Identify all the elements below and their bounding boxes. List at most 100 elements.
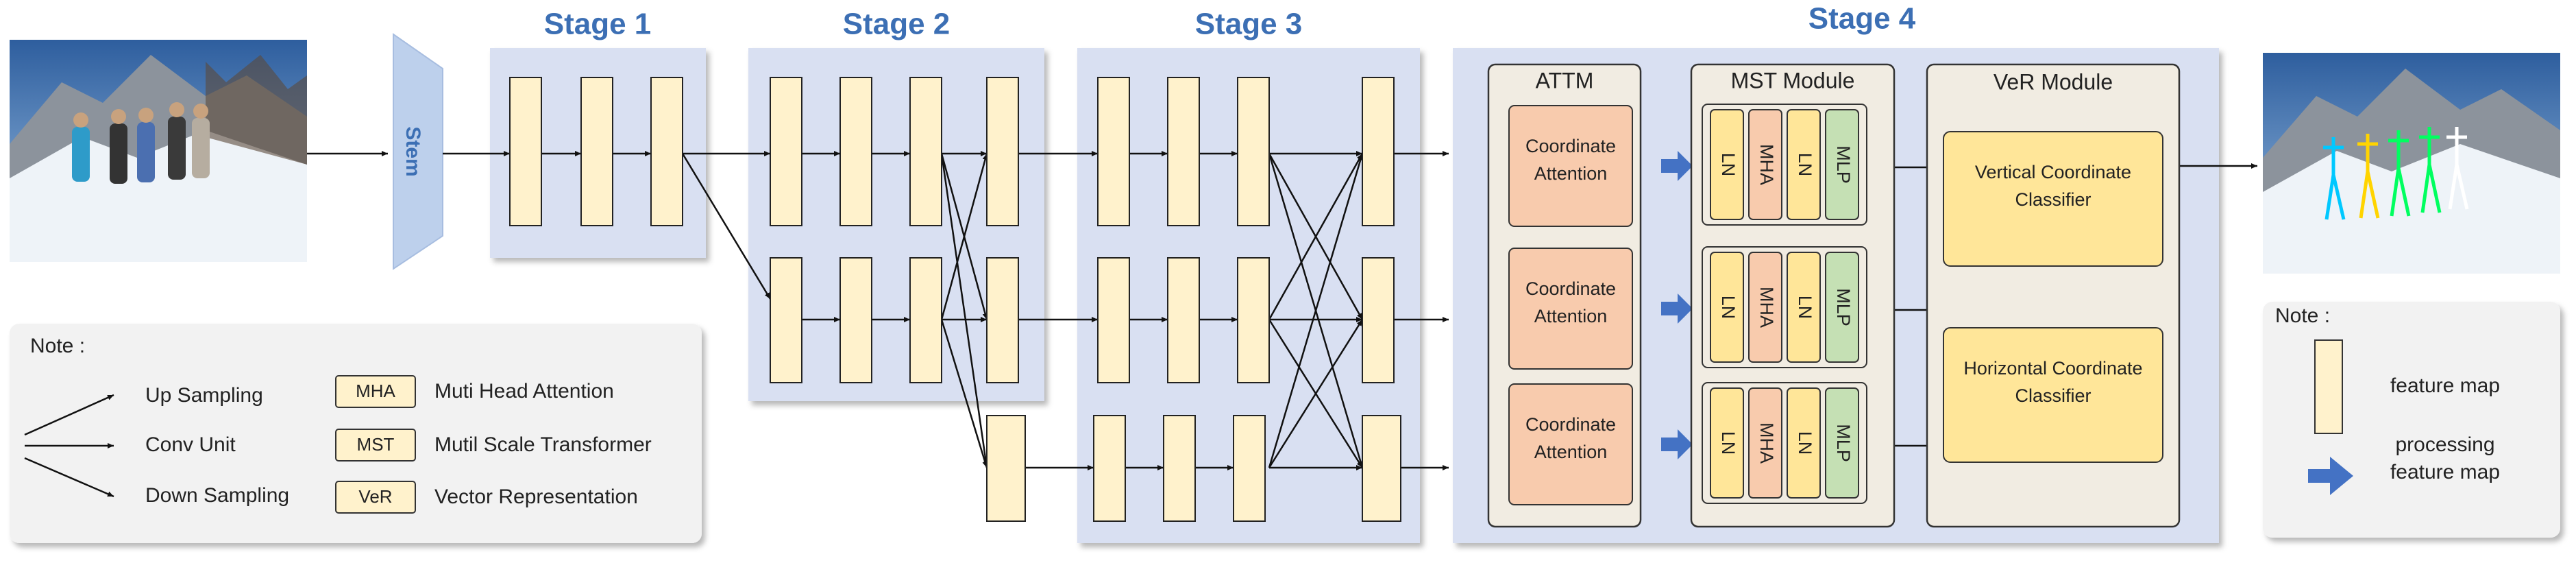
down-sampling-arrow-icon [24, 457, 114, 498]
abbr-mha: MHA [356, 381, 395, 401]
mst-cell-label: LN [1718, 431, 1739, 455]
output-image [2263, 53, 2560, 274]
mst-cell [1787, 387, 1821, 499]
abbr-ver: VeR [358, 486, 392, 507]
mst-block: LN MHA LN MLP [1702, 104, 1867, 226]
feature-map [986, 415, 1026, 522]
mst-cell-label: MLP [1833, 424, 1854, 462]
mst-cell [1748, 252, 1782, 363]
pose-skeleton-overlays [2323, 127, 2469, 220]
coordinate-attention-block [1508, 105, 1633, 227]
feature-map [1233, 415, 1266, 522]
note-left-title: Note : [30, 335, 85, 357]
mst-cell [1748, 387, 1782, 499]
abbr-ver-desc: Vector Representation [434, 486, 638, 508]
mst-cell-label: LN [1795, 296, 1815, 320]
feature-map [1097, 77, 1130, 226]
mst-cell [1787, 252, 1821, 363]
feature-map [1167, 257, 1200, 383]
up-sampling-arrow-icon [24, 394, 114, 436]
connections [307, 151, 2257, 470]
stage-2-title: Stage 2 [843, 8, 950, 41]
mst-cell-label: LN [1795, 431, 1815, 455]
mst-cell [1787, 109, 1821, 220]
feature-map-legend [2314, 339, 2343, 434]
mst-title: MST Module [1731, 68, 1855, 93]
processing-arrow-icon [1661, 151, 1693, 181]
vertical-coordinate-classifier [1943, 131, 2163, 267]
abbr-badge [335, 375, 416, 408]
mst-cell [1825, 387, 1859, 499]
feature-map [986, 77, 1019, 226]
note-left: Note : Up Sampling Conv Unit Down Sampli… [10, 324, 702, 543]
feature-map [1167, 77, 1200, 226]
mst-cell-label: LN [1718, 153, 1739, 177]
mst-cell-label: MLP [1833, 288, 1854, 326]
feature-map [509, 77, 542, 226]
mst-cell [1710, 109, 1744, 220]
processing-arrows [1661, 151, 1693, 459]
feature-map [909, 257, 942, 383]
abbr-badge [335, 481, 416, 514]
conv-unit-label: Conv Unit [145, 433, 236, 456]
processing-arrow-icon [1661, 294, 1693, 324]
abbr-mst: MST [357, 434, 395, 455]
processing-arrow-icon [1661, 429, 1693, 459]
abbr-badge [335, 429, 416, 462]
horizontal-coordinate-classifier [1943, 327, 2163, 463]
feature-map [650, 77, 683, 226]
mst-cell-label: LN [1795, 153, 1815, 177]
stage-4-title: Stage 4 [1808, 2, 1916, 36]
abbr-mha-desc: Muti Head Attention [434, 380, 614, 403]
feature-map [1237, 77, 1270, 226]
feature-maps [509, 77, 1401, 522]
feature-map [1093, 415, 1126, 522]
feature-map [770, 257, 802, 383]
mst-cell-label: MLP [1833, 145, 1854, 184]
mst-cell [1825, 109, 1859, 220]
stem-block: Stem [393, 33, 443, 270]
mst-block: LN MHA LN MLP [1702, 246, 1867, 368]
down-sampling-label: Down Sampling [145, 484, 289, 507]
mst-cell [1710, 387, 1744, 499]
feature-map [839, 77, 872, 226]
coordinate-attention-block [1508, 383, 1633, 505]
input-image [10, 40, 307, 262]
stage-3-title: Stage 3 [1195, 8, 1303, 41]
mst-module: MST Module LN MHA LN MLP LN MHA LN MLP LN MHA LN ML… [1690, 63, 1896, 528]
feature-map [1097, 257, 1130, 383]
feature-map [909, 77, 942, 226]
stem-label: Stem [402, 126, 424, 176]
abbr-mst-desc: Mutil Scale Transformer [434, 433, 652, 456]
feature-map [1237, 257, 1270, 383]
attm-title: ATTM [1536, 68, 1594, 93]
mst-cell-label: LN [1718, 296, 1739, 320]
feature-map [580, 77, 613, 226]
mst-cell-label: MHA [1756, 422, 1777, 464]
feature-map [839, 257, 872, 383]
ver-title: VeR Module [1994, 69, 2113, 94]
skier-figures [72, 102, 210, 184]
mst-cell [1710, 252, 1744, 363]
feature-map [1362, 77, 1395, 226]
mst-block: LN MHA LN MLP [1702, 382, 1867, 504]
mst-cell-label: MHA [1756, 144, 1777, 185]
mst-cell-label: MHA [1756, 287, 1777, 328]
note-right-title: Note : [2275, 304, 2330, 327]
mst-cell [1748, 109, 1782, 220]
coordinate-attention-block [1508, 248, 1633, 370]
feature-map [1362, 257, 1395, 383]
feature-map [986, 257, 1019, 383]
feature-map [1362, 415, 1401, 522]
stage-1-title: Stage 1 [544, 8, 652, 41]
